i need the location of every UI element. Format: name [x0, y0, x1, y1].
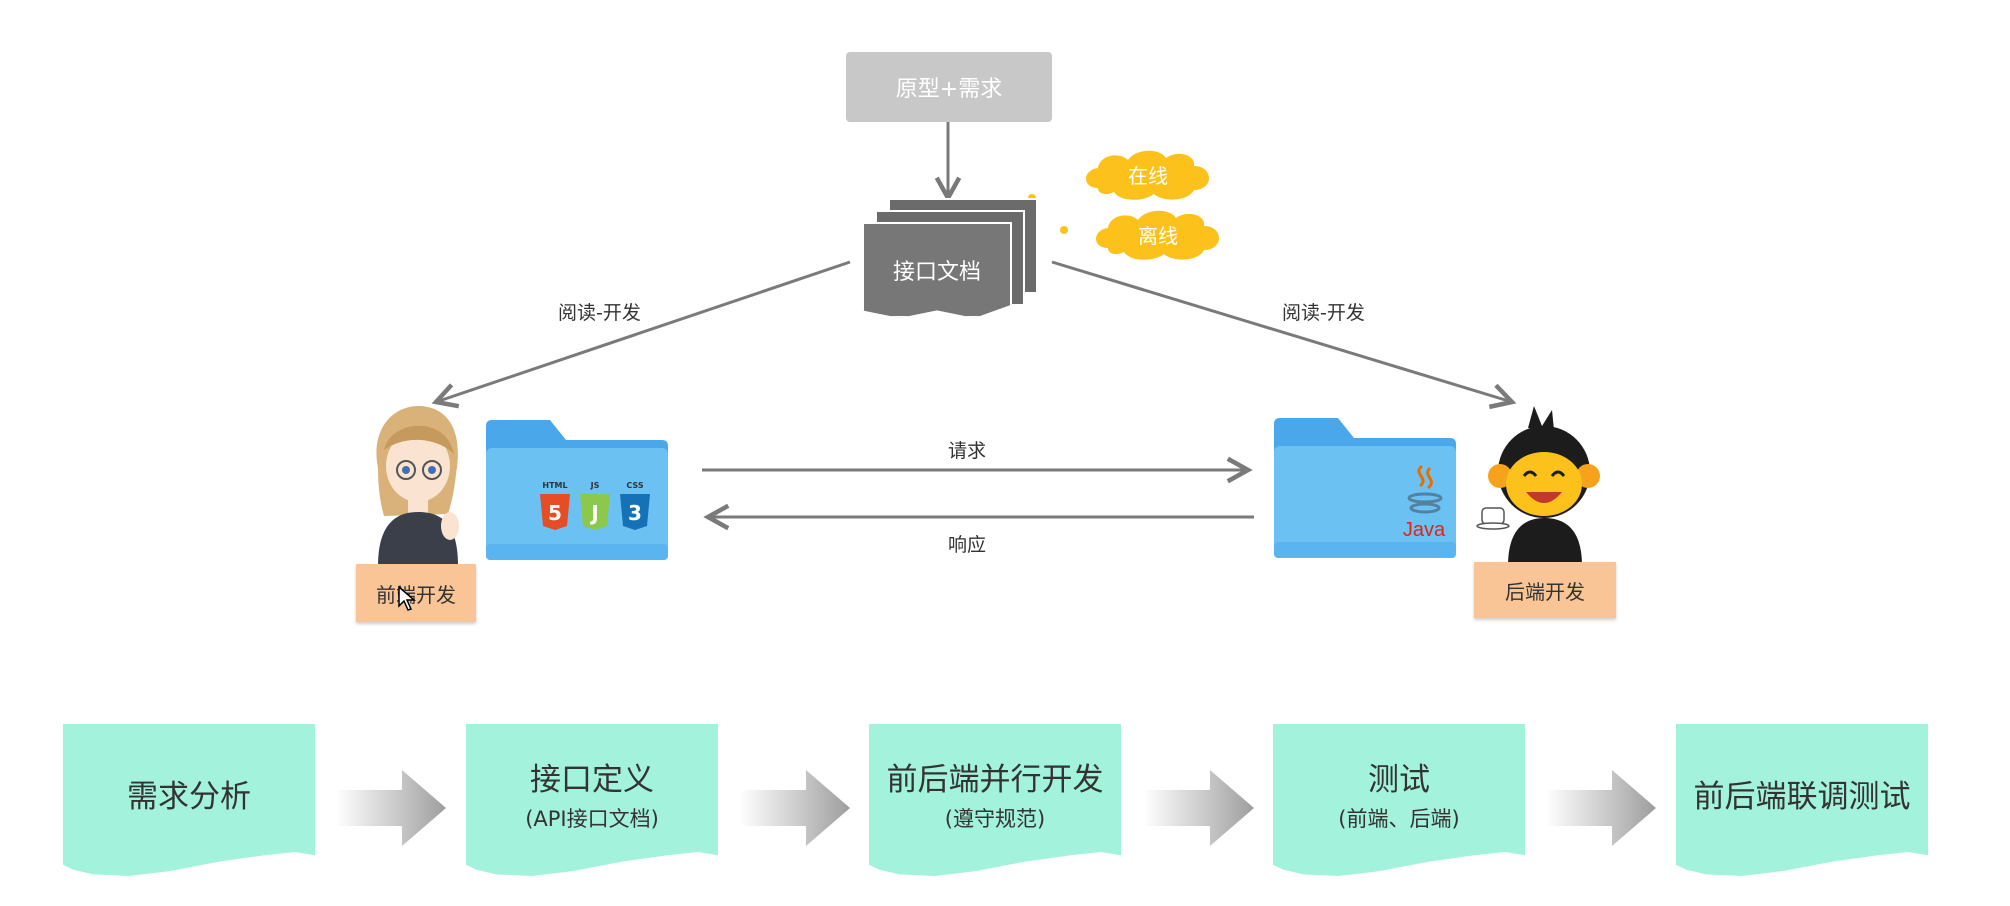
- workflow-step: 前后端并行开发 (遵守规范): [869, 724, 1121, 876]
- step-title: 前后端联调测试: [1693, 778, 1911, 815]
- request-label: 请求: [948, 440, 987, 462]
- js-logo: JS J: [580, 481, 610, 530]
- step-subtitle: (API接口文档): [525, 806, 659, 831]
- workflow-step: 需求分析: [63, 724, 315, 876]
- offline-cloud: 离线: [1088, 206, 1228, 262]
- svg-text:CSS: CSS: [626, 481, 643, 490]
- step-title: 接口定义: [530, 761, 654, 798]
- api-doc-stack: 接口文档: [862, 198, 1040, 320]
- svg-text:J: J: [589, 501, 598, 525]
- workflow-step: 前后端联调测试: [1676, 724, 1928, 876]
- step-title: 测试: [1368, 761, 1430, 798]
- backend-developer-avatar: [1476, 406, 1600, 566]
- svg-text:JS: JS: [590, 481, 600, 490]
- java-logo: Java: [1403, 464, 1446, 541]
- workflow-step: 接口定义 (API接口文档): [466, 724, 718, 876]
- svg-text:3: 3: [628, 501, 642, 525]
- api-doc-label: 接口文档: [862, 222, 1012, 318]
- step-title: 前后端并行开发: [886, 761, 1104, 798]
- edge-label-right: 阅读-开发: [1282, 302, 1365, 324]
- svg-text:HTML: HTML: [542, 481, 567, 490]
- prototype-requirements-box: 原型+需求: [846, 52, 1052, 122]
- flow-arrow: [1144, 770, 1254, 846]
- step-title: 需求分析: [127, 778, 251, 815]
- edge-label-left: 阅读-开发: [558, 302, 641, 324]
- frontend-role-tag: 前端开发: [356, 564, 476, 622]
- step-subtitle: (遵守规范): [944, 806, 1046, 831]
- offline-label: 离线: [1138, 223, 1178, 248]
- flow-arrow: [336, 770, 446, 846]
- frontend-folder-icon: HTML 5 JS J CSS 3: [486, 420, 668, 560]
- online-label: 在线: [1128, 163, 1168, 188]
- workflow-step: 测试 (前端、后端): [1273, 724, 1525, 876]
- backend-folder-icon: Java: [1274, 418, 1456, 558]
- flow-arrow: [740, 770, 850, 846]
- backend-role-tag: 后端开发: [1474, 562, 1616, 618]
- cloud-shape: [1086, 150, 1209, 200]
- html5-logo: HTML 5: [540, 481, 570, 530]
- frontend-developer-avatar: [376, 406, 459, 566]
- step-subtitle: (前端、后端): [1338, 806, 1460, 831]
- doc-to-frontend-arrow: [436, 260, 851, 402]
- cloud-dot: [1060, 226, 1068, 234]
- mouse-cursor-icon: [398, 586, 416, 611]
- svg-text:5: 5: [548, 501, 562, 525]
- response-label: 响应: [948, 534, 987, 556]
- doc-to-backend-arrow: [1051, 260, 1512, 402]
- css3-logo: CSS 3: [620, 481, 650, 530]
- flow-arrow: [1546, 770, 1656, 846]
- cloud-shape: [1096, 210, 1219, 260]
- online-cloud: 在线: [1078, 146, 1218, 202]
- svg-text:Java: Java: [1403, 519, 1446, 541]
